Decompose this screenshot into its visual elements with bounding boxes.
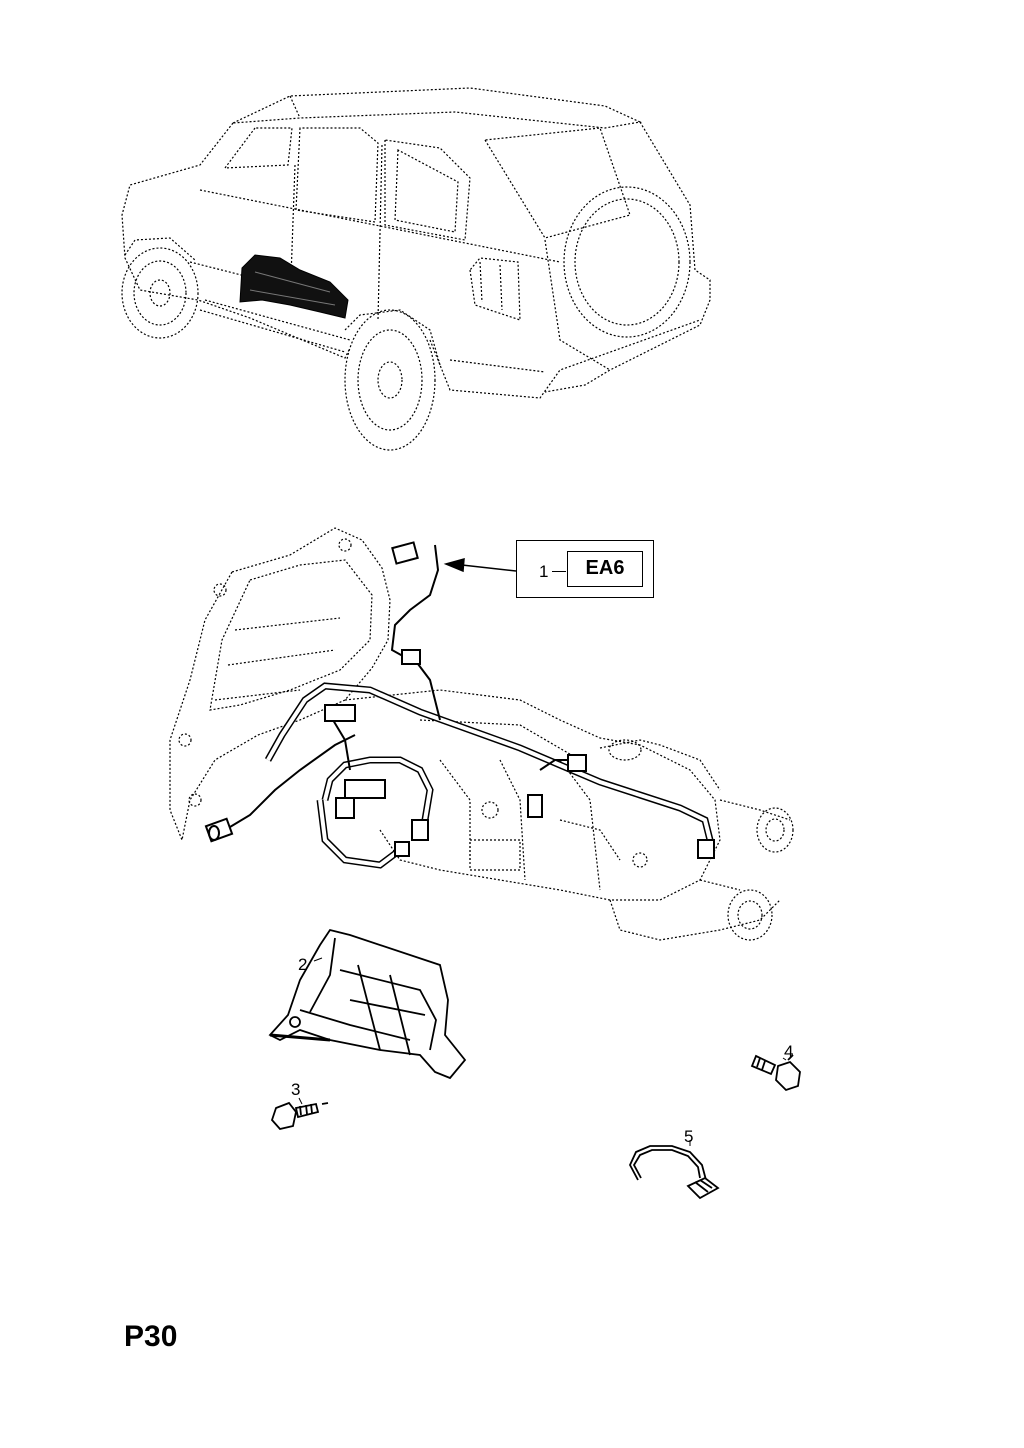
transmission-assembly [169,527,794,941]
callout-4: 4 [784,1042,794,1061]
item-1-leader [552,571,566,572]
page-code: P30 [124,1320,178,1353]
bolt-part-3-illustration [270,1101,329,1130]
callout-5: 5 [684,1127,694,1146]
clip-part-5-illustration [628,1145,720,1200]
reference-box-item-1: 1 EA6 [516,540,654,598]
callout-2: 2 [298,955,308,974]
callout-leaders [298,957,787,1146]
part-code-label: EA6 [567,551,643,587]
wiring-harness [204,541,715,869]
callout-3: 3 [291,1080,301,1099]
vehicle-overview-illustration [121,87,711,451]
shield-part-illustration [268,928,467,1080]
item-1-number: 1 [539,562,549,581]
transmission-location-highlight [239,254,349,319]
reference-arrow [443,557,517,573]
bolt-part-4-illustration [750,1054,801,1092]
